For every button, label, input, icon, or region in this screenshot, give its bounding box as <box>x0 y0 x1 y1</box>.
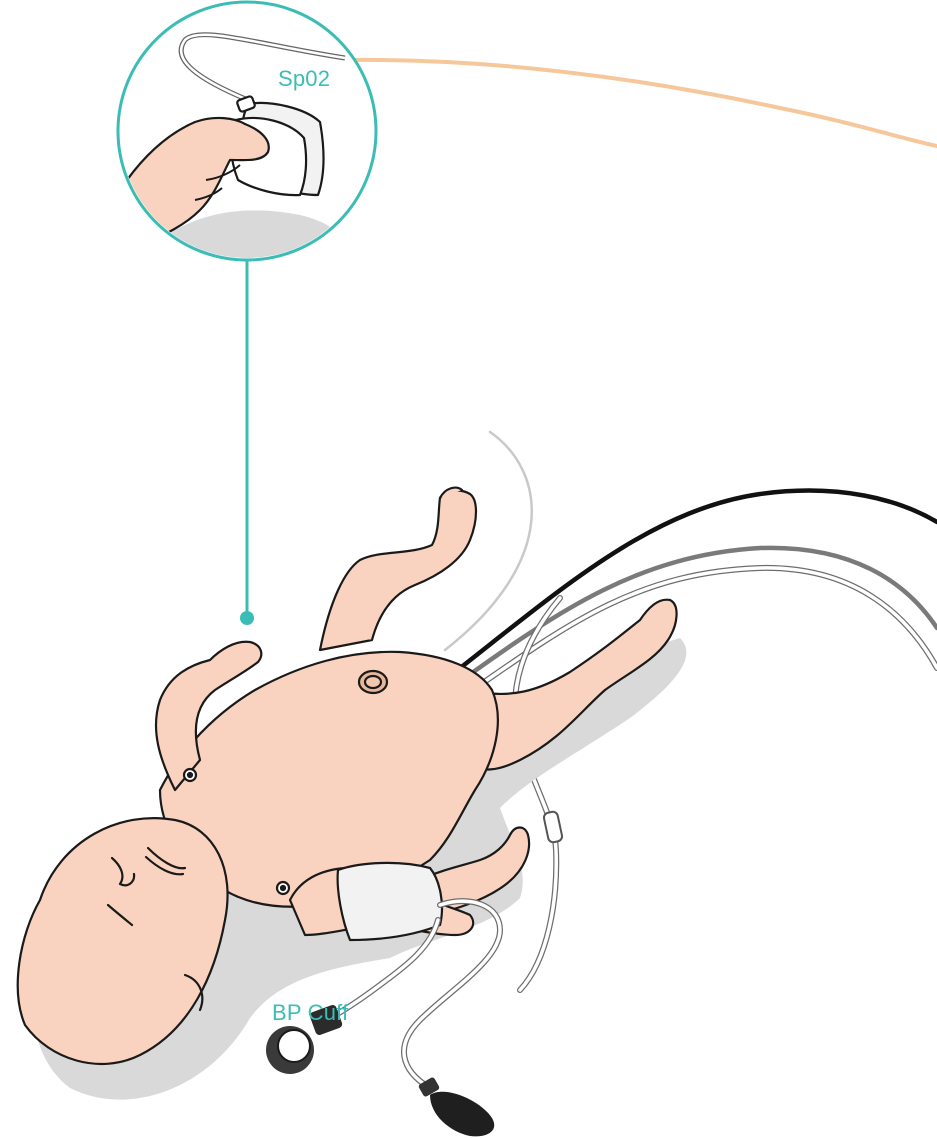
callout-dot <box>240 611 254 625</box>
bp-cuff-label: BP Cuff <box>272 1000 348 1026</box>
grey-cable <box>462 548 937 680</box>
bp-cuff <box>338 863 442 940</box>
spo2-label: Sp02 <box>278 66 330 92</box>
tube-connector <box>543 811 563 843</box>
spo2-callout <box>100 2 937 625</box>
spo2-cable <box>345 60 937 146</box>
inflation-bulb-icon <box>418 1076 495 1136</box>
upper-leg <box>320 491 476 650</box>
infant-manikin <box>18 488 677 1064</box>
white-tube-branch <box>515 598 560 990</box>
